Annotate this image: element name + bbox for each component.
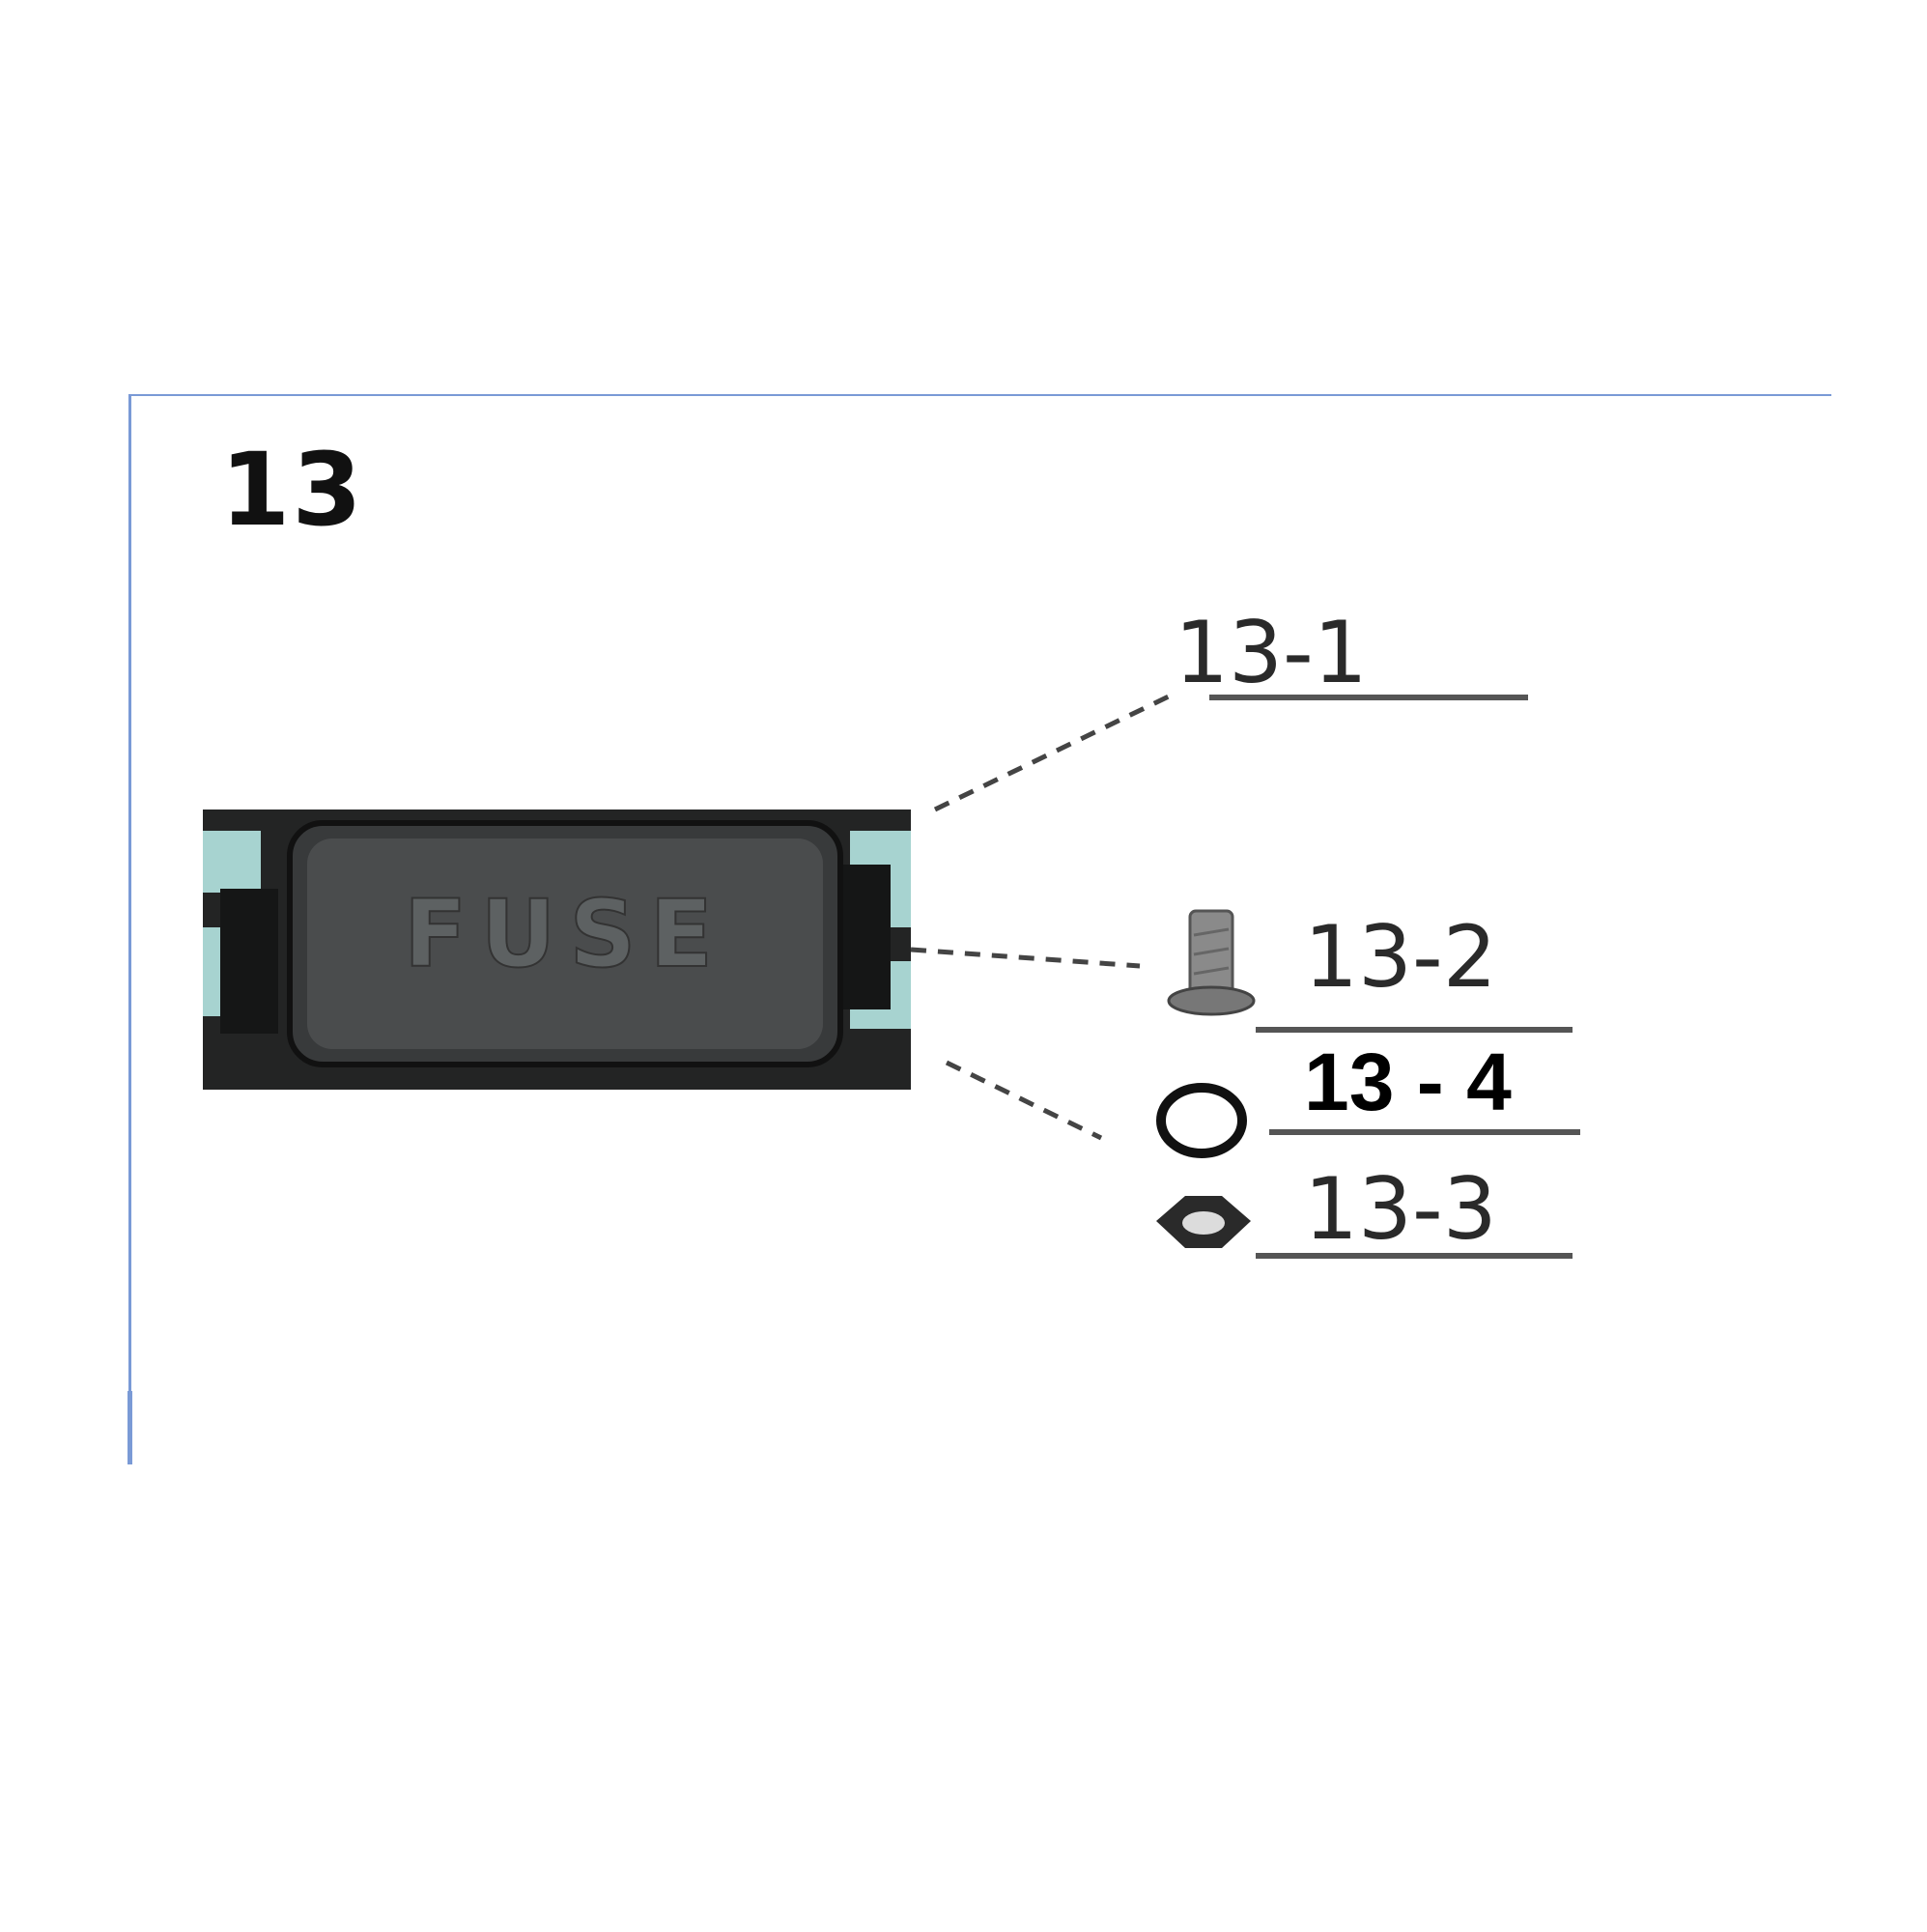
callout-label-13-3: 13-3 [1304,1159,1497,1259]
callout-label-13-4: 13 - 4 [1304,1037,1512,1127]
group-number: 13 [220,431,364,549]
hex-nut-icon [1156,1196,1251,1248]
leader-line-13-4 [945,1060,1103,1141]
frame-left-marker [128,1391,132,1464]
screw-icon [1167,909,1256,1016]
leader-line-13-1 [933,691,1176,812]
callout-label-13-2: 13-2 [1304,907,1497,1007]
washer-icon [1156,1083,1247,1158]
fuse-embossed-label: FUSE [404,880,726,988]
leader-line-13-2 [910,947,1141,969]
callout-label-13-1: 13-1 [1175,603,1368,702]
frame-top-border [128,394,1831,396]
frame-left-border [128,394,131,1464]
fuse-holder-cover-image: FUSE [203,810,911,1090]
